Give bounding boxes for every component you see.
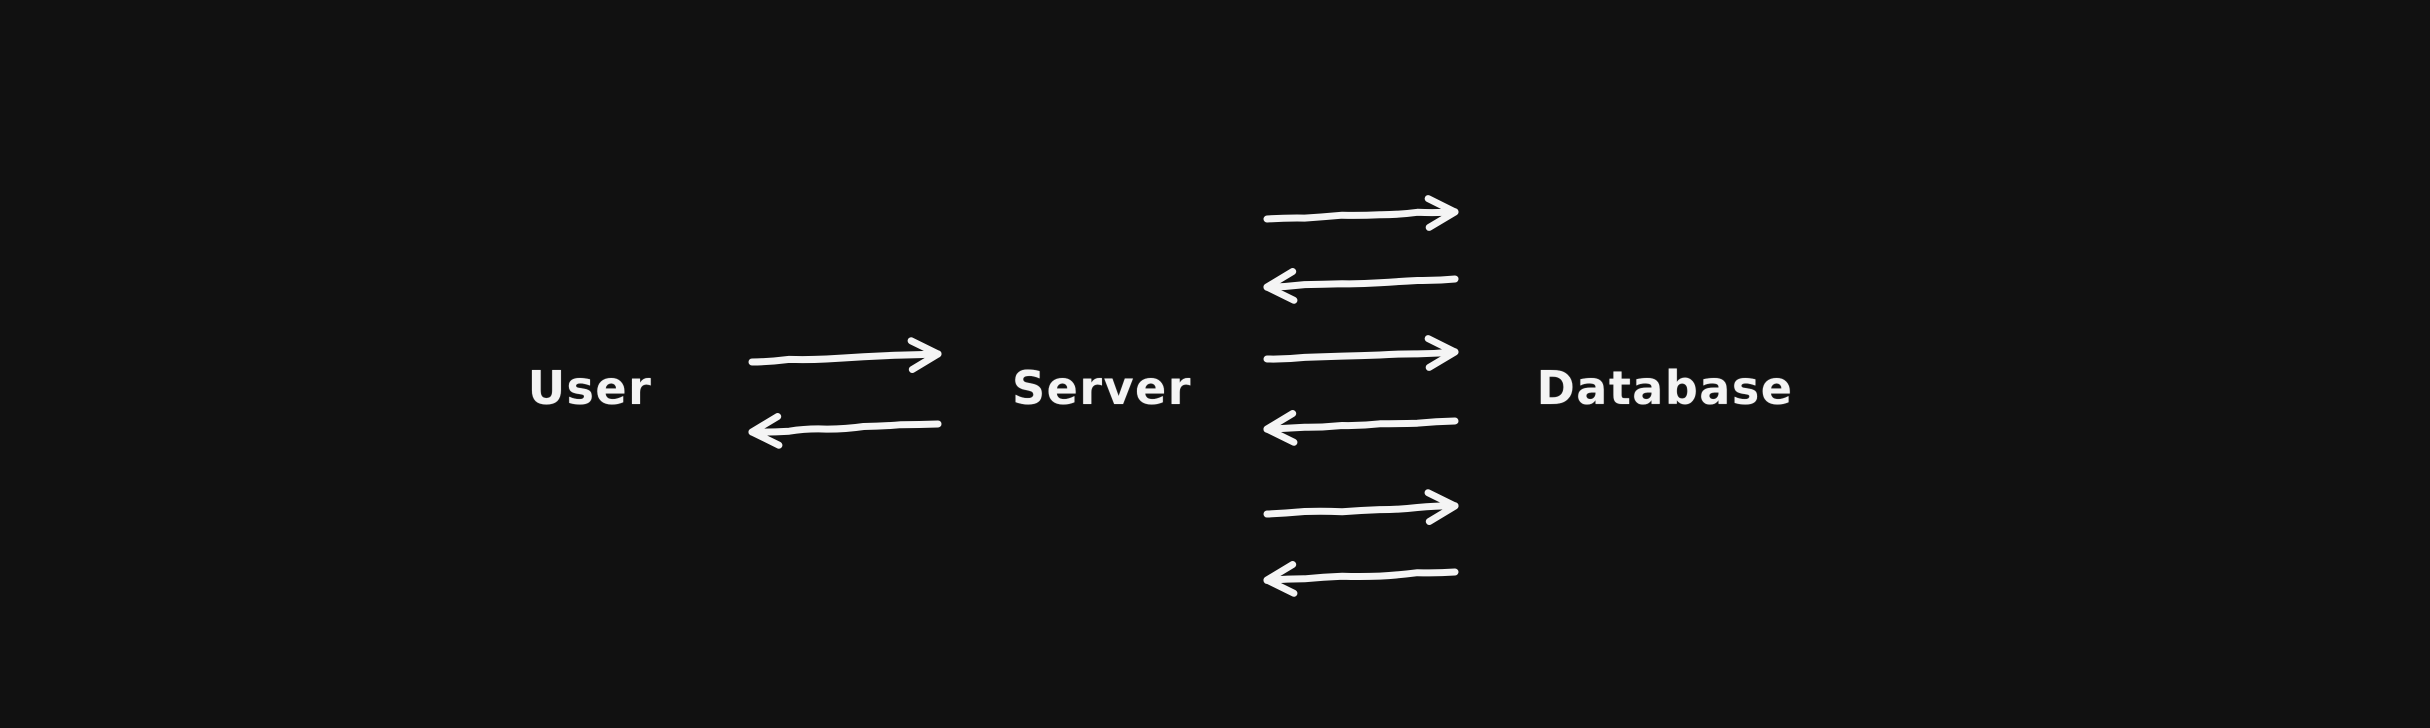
- arrow-shaft: [1263, 417, 1459, 433]
- connection-server-database: [1263, 195, 1459, 597]
- arrow-left-icon[interactable]: [748, 413, 942, 449]
- arrow-head: [1263, 410, 1298, 446]
- arrow-right-icon[interactable]: [748, 337, 942, 373]
- arrow-right-icon[interactable]: [1263, 489, 1459, 525]
- arrow-head: [1263, 268, 1298, 304]
- arrow-head: [748, 413, 783, 449]
- arrow-shaft: [1263, 348, 1459, 363]
- arrow-head: [907, 337, 942, 373]
- arrow-head: [1424, 195, 1459, 231]
- arrow-left-icon[interactable]: [1263, 561, 1459, 597]
- arrow-right-icon[interactable]: [1263, 335, 1459, 371]
- arrow-left-icon[interactable]: [1263, 268, 1459, 304]
- arrow-shaft: [1263, 568, 1459, 584]
- connection-user-server: [748, 337, 942, 449]
- arrow-right-icon[interactable]: [1263, 195, 1459, 231]
- node-label-server[interactable]: Server: [1012, 361, 1192, 415]
- arrow-left-icon[interactable]: [1263, 410, 1459, 446]
- arrow-shaft: [1263, 502, 1459, 518]
- node-label-user[interactable]: User: [527, 361, 653, 415]
- node-label-database[interactable]: Database: [1536, 361, 1794, 415]
- arrow-shaft: [1263, 208, 1459, 223]
- arrow-shaft: [748, 420, 942, 436]
- arrow-head: [1424, 489, 1459, 525]
- arrow-shaft: [748, 350, 942, 366]
- arrow-head: [1263, 561, 1298, 597]
- arrow-shaft: [1263, 275, 1459, 291]
- arrow-head: [1424, 335, 1459, 371]
